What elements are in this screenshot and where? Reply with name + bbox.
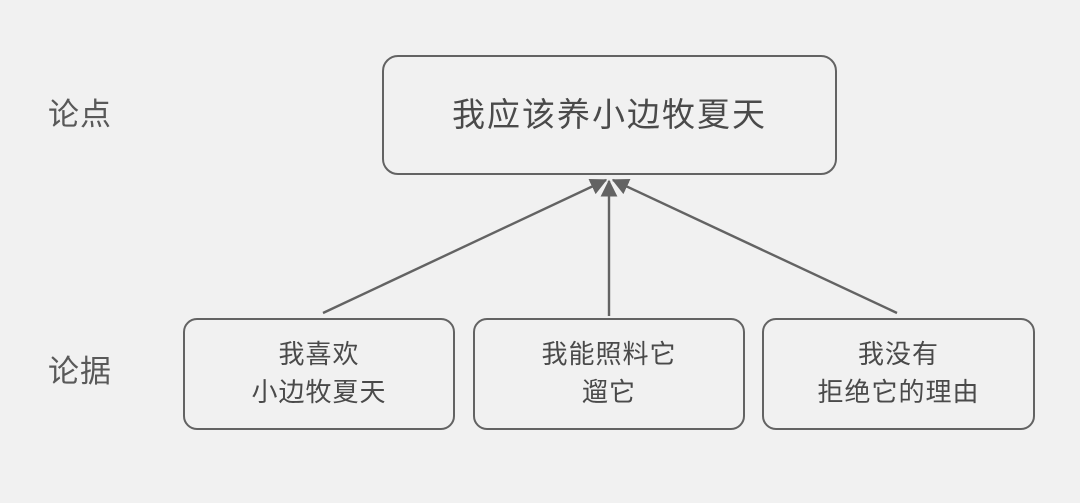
node-claim[interactable]: 我应该养小边牧夏天 xyxy=(382,55,837,175)
row-label-claim: 论点 xyxy=(48,97,112,132)
node-evidence-2[interactable]: 我能照料它 遛它 xyxy=(473,318,745,430)
node-evidence-1-text: 我喜欢 小边牧夏天 xyxy=(251,339,387,407)
node-evidence-3-text: 我没有 拒绝它的理由 xyxy=(817,339,980,407)
node-claim-text: 我应该养小边牧夏天 xyxy=(452,96,767,134)
edge-evidence-1-to-claim xyxy=(322,178,608,315)
node-evidence-3[interactable]: 我没有 拒绝它的理由 xyxy=(762,318,1035,430)
edge-evidence-3-to-claim xyxy=(611,178,898,315)
node-evidence-1[interactable]: 我喜欢 小边牧夏天 xyxy=(183,318,455,430)
row-label-evidence: 论据 xyxy=(48,354,112,389)
node-evidence-2-text: 我能照料它 遛它 xyxy=(541,339,677,407)
